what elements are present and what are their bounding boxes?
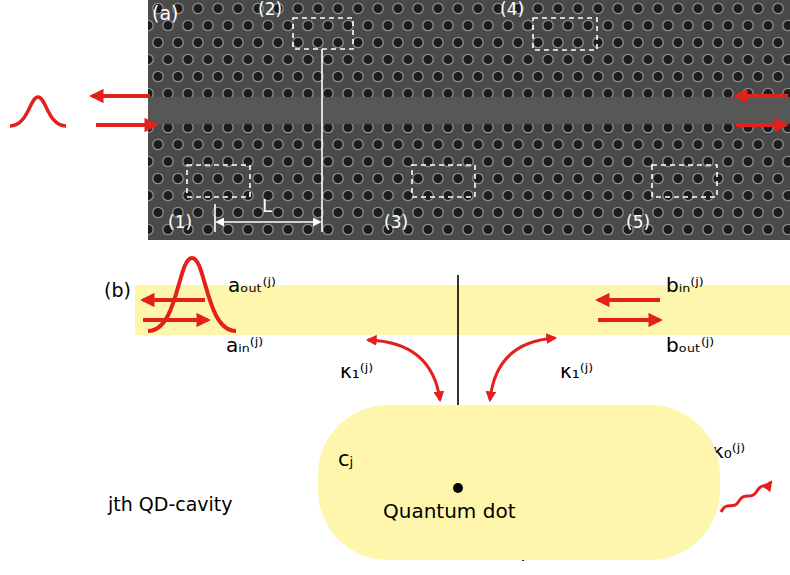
reference-tick	[214, 204, 216, 232]
cavity-shape: cⱼQuantum dot	[318, 405, 720, 560]
field-label: bᵢₙ⁽ʲ⁾	[666, 274, 704, 297]
dot-label: Quantum dot	[380, 500, 518, 523]
light-arrow	[736, 94, 788, 98]
pulse-shape	[10, 97, 66, 126]
loss-wave	[721, 482, 771, 512]
light-arrow	[598, 298, 660, 302]
field-label: aᵢₙ⁽ʲ⁾	[226, 334, 263, 357]
light-arrow	[143, 318, 208, 322]
light-arrow	[598, 318, 660, 322]
light-arrow	[96, 123, 156, 127]
field-label: bₒᵤₜ⁽ʲ⁾	[666, 334, 714, 357]
quantum-dot	[453, 483, 463, 493]
cavity-box	[412, 165, 475, 197]
cavity-number: (5)	[626, 213, 650, 233]
coupling-label: κ₁⁽ʲ⁾	[340, 360, 373, 383]
panel-label: (a)	[152, 3, 178, 25]
cavity-box	[533, 18, 597, 50]
coupling-arc	[368, 340, 440, 400]
field-label: aₒᵤₜ⁽ʲ⁾	[228, 274, 276, 297]
cavity-box	[187, 165, 250, 197]
length-label: L	[262, 196, 272, 217]
reference-line	[321, 49, 323, 232]
sem-image	[148, 0, 790, 240]
coupling-arc	[490, 338, 555, 400]
cavity-box	[652, 165, 717, 197]
mode-label: cⱼ	[338, 447, 353, 471]
cavity-box	[293, 18, 353, 49]
cavity-number: (4)	[500, 0, 524, 20]
hole-lattice	[148, 0, 790, 240]
cavity-number: (3)	[384, 213, 408, 233]
light-arrow	[736, 123, 786, 127]
light-arrow	[92, 94, 150, 98]
waveguide-row	[148, 97, 790, 124]
cavity-caption: jth QD-cavity	[108, 494, 233, 516]
sem-ground	[148, 0, 790, 240]
light-arrow	[143, 298, 205, 302]
panel-label: (b)	[104, 280, 131, 302]
length-arrow	[217, 221, 320, 223]
cavity-number: (2)	[258, 0, 282, 20]
cavity-number: (1)	[168, 213, 192, 233]
coupling-label: κ₁⁽ʲ⁾	[560, 360, 593, 383]
